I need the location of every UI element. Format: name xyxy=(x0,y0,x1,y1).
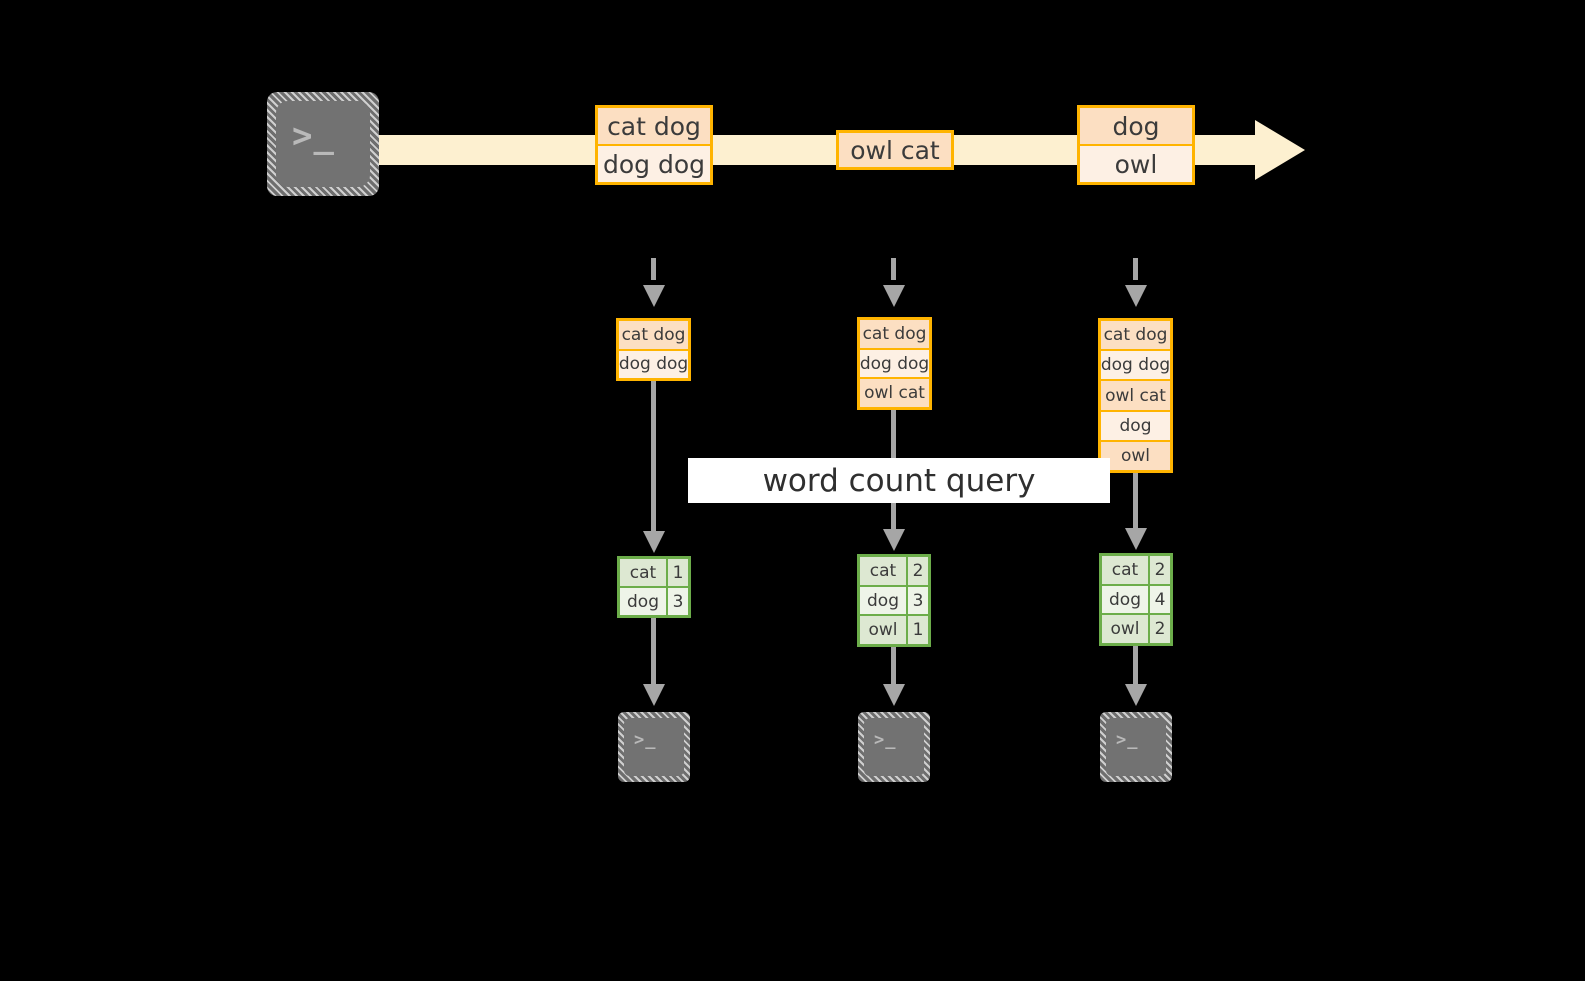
snapshot-row: owl cat xyxy=(1101,379,1170,410)
result-key: dog xyxy=(867,590,899,611)
stream-event-group-1[interactable]: cat dog dog dog xyxy=(595,105,713,185)
stream-event: owl cat xyxy=(839,133,951,167)
result-to-sink-arrowhead-1 xyxy=(643,684,665,706)
terminal-screen: >_ xyxy=(276,101,370,187)
result-value: 4 xyxy=(1148,585,1170,614)
result-table-1[interactable]: cat 1 dog 3 xyxy=(617,556,691,618)
source-terminal-icon[interactable]: >_ xyxy=(267,92,379,196)
result-to-sink-connector-1 xyxy=(651,618,656,684)
stream-event: dog dog xyxy=(598,144,710,182)
sink-terminal-icon-2[interactable]: >_ xyxy=(858,712,930,782)
stream-to-snapshot-arrowhead xyxy=(1125,285,1147,307)
snapshot-row: dog dog xyxy=(860,347,929,378)
result-to-sink-connector-2 xyxy=(891,647,896,684)
stream-event: owl xyxy=(1080,144,1192,182)
terminal-prompt-glyph: >_ xyxy=(634,730,657,750)
snapshot-3[interactable]: cat dog dog dog owl cat dog owl xyxy=(1098,318,1173,473)
terminal-prompt-glyph: >_ xyxy=(874,730,897,750)
snapshot-row: cat dog xyxy=(1101,321,1170,350)
terminal-prompt-glyph: >_ xyxy=(1116,730,1139,750)
snapshot-to-result-arrowhead-3 xyxy=(1125,528,1147,550)
result-table-2[interactable]: cat 2 dog 3 owl 1 xyxy=(857,554,931,647)
snapshot-to-result-connector-1 xyxy=(651,381,656,531)
result-key: owl xyxy=(868,620,898,641)
snapshot-to-result-arrowhead-1 xyxy=(643,531,665,553)
snapshot-1[interactable]: cat dog dog dog xyxy=(616,318,691,381)
result-value: 2 xyxy=(1148,615,1170,644)
result-row: cat 1 xyxy=(620,559,688,586)
terminal-screen: >_ xyxy=(864,718,924,776)
result-to-sink-arrowhead-3 xyxy=(1125,684,1147,706)
result-to-sink-arrowhead-2 xyxy=(883,684,905,706)
result-row: owl 1 xyxy=(860,614,928,645)
result-row: dog 3 xyxy=(860,584,928,615)
result-row: cat 2 xyxy=(860,557,928,585)
result-value: 3 xyxy=(906,586,928,615)
result-row: owl 2 xyxy=(1102,613,1170,644)
stream-event: cat dog xyxy=(598,108,710,144)
result-row: dog 4 xyxy=(1102,583,1170,614)
stream-event-group-3[interactable]: dog owl xyxy=(1077,105,1195,185)
result-value: 2 xyxy=(1148,556,1170,584)
stream-to-snapshot-connector xyxy=(1133,258,1138,280)
result-key: cat xyxy=(629,562,657,583)
query-label: word count query xyxy=(762,462,1036,499)
result-key: cat xyxy=(869,560,897,581)
stream-to-snapshot-arrowhead xyxy=(643,285,665,307)
snapshot-row: dog dog xyxy=(1101,349,1170,380)
stream-event-group-2[interactable]: owl cat xyxy=(836,130,954,170)
snapshot-row: cat dog xyxy=(619,321,688,349)
result-row: cat 2 xyxy=(1102,556,1170,584)
stream-to-snapshot-arrowhead xyxy=(883,285,905,307)
stream-to-snapshot-connector xyxy=(891,258,896,280)
result-table-3[interactable]: cat 2 dog 4 owl 2 xyxy=(1099,553,1173,646)
snapshot-2[interactable]: cat dog dog dog owl cat xyxy=(857,317,932,410)
result-key: dog xyxy=(1109,589,1141,610)
stream-to-snapshot-connector xyxy=(651,258,656,280)
result-row: dog 3 xyxy=(620,586,688,615)
terminal-screen: >_ xyxy=(624,718,684,776)
snapshot-to-result-arrowhead-2 xyxy=(883,529,905,551)
stream-event: dog xyxy=(1080,108,1192,144)
snapshot-to-result-connector-3 xyxy=(1133,473,1138,528)
result-key: dog xyxy=(627,591,659,612)
stream-arrow-head xyxy=(1255,120,1305,180)
result-key: cat xyxy=(1111,559,1139,580)
terminal-screen: >_ xyxy=(1106,718,1166,776)
snapshot-row: owl cat xyxy=(860,377,929,408)
query-label-band: word count query xyxy=(688,458,1110,503)
sink-terminal-icon-1[interactable]: >_ xyxy=(618,712,690,782)
result-to-sink-connector-3 xyxy=(1133,646,1138,684)
result-key: owl xyxy=(1110,619,1140,640)
result-value: 3 xyxy=(666,588,688,615)
result-value: 1 xyxy=(906,616,928,645)
sink-terminal-icon-3[interactable]: >_ xyxy=(1100,712,1172,782)
snapshot-row: cat dog xyxy=(860,320,929,348)
snapshot-row: dog dog xyxy=(619,348,688,378)
terminal-prompt-glyph: >_ xyxy=(292,116,335,156)
snapshot-row: owl xyxy=(1101,439,1170,471)
snapshot-row: dog xyxy=(1101,409,1170,440)
result-value: 1 xyxy=(666,559,688,586)
result-value: 2 xyxy=(906,557,928,585)
